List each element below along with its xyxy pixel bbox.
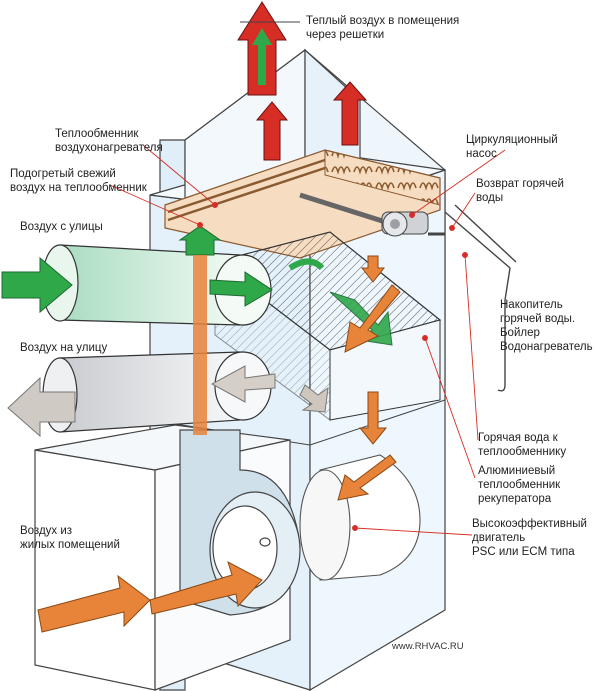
return-air-arrows: [37, 255, 401, 633]
label-hot-water-return: Возврат горячей воды: [476, 177, 564, 205]
label-room-air-line1: Воздух из: [20, 525, 73, 537]
label-pump-line2: насос: [466, 148, 497, 160]
label-outdoor-air-in-text: Воздух с улицы: [20, 221, 103, 233]
label-motor: Высокоэффективный двигатель PSC или ECM …: [472, 517, 587, 559]
label-pump-line1: Циркуляционный: [466, 134, 558, 146]
label-outdoor-air-in: Воздух с улицы: [20, 220, 103, 234]
preheated-air-arrow: [178, 225, 222, 435]
leader-lines: [109, 21, 506, 536]
label-warm-air: Теплый воздух в помещения через решетки: [306, 14, 459, 42]
label-hot-water-return-line2: воды: [476, 192, 504, 204]
label-air-out-text: Воздух на улицу: [20, 342, 108, 354]
fan-motor: [299, 454, 421, 581]
exhaust-air-arrows: [7, 365, 329, 438]
label-warm-air-line2: через решетки: [306, 29, 385, 41]
label-room-air-line2: жилых помещений: [20, 539, 120, 551]
circulation-pump: [299, 192, 445, 237]
label-hot-water-to-exchanger-line1: Горячая вода к: [478, 432, 558, 444]
air-heater-exchanger: [164, 149, 441, 259]
label-heat-exchanger-line1: Теплообменник: [55, 128, 139, 140]
label-recuperator-line3: рекуператора: [478, 493, 552, 505]
label-recuperator-line2: теплообменник: [478, 479, 561, 491]
watermark: www.RHVAC.RU: [392, 640, 464, 654]
label-air-out: Воздух на улицу: [20, 341, 107, 355]
label-room-air: Воздух из жилых помещений: [20, 524, 120, 552]
label-hot-water-return-line1: Возврат горячей: [476, 178, 564, 190]
label-motor-line3: PSC или ECM типа: [472, 546, 575, 558]
label-heat-exchanger: Теплообменник воздухонагревателя: [55, 127, 163, 155]
label-pump: Циркуляционный насос: [466, 133, 558, 161]
water-heater-pipe: [444, 204, 517, 392]
label-heat-exchanger-line2: воздухонагревателя: [55, 142, 163, 154]
label-storage-heater: Накопитель горячей воды. Бойлер Водонагр…: [500, 298, 593, 354]
fresh-air-arrows: [1, 256, 393, 346]
label-hot-water-to-exchanger-line2: теплообменнику: [478, 446, 567, 458]
label-warm-air-line1: Теплый воздух в помещения: [306, 15, 460, 27]
label-recuperator: Алюминиевый теплообменник рекуператора: [478, 464, 560, 506]
watermark-text: www.RHVAC.RU: [392, 641, 464, 652]
label-storage-line3: Бойлер: [500, 327, 540, 339]
label-motor-line2: двигатель: [472, 532, 526, 544]
label-storage-line4: Водонагреватель: [500, 341, 593, 353]
label-motor-line1: Высокоэффективный: [472, 518, 587, 530]
label-storage-line2: горячей воды.: [500, 313, 576, 325]
label-hot-water-to-exchanger: Горячая вода к теплообменнику: [478, 431, 566, 459]
label-preheated-air-line1: Подогретый свежий: [10, 168, 116, 180]
label-preheated-air-line2: воздух на теплообменник: [10, 182, 147, 194]
label-recuperator-line1: Алюминиевый: [478, 465, 556, 477]
label-storage-line1: Накопитель: [500, 299, 563, 311]
warm-air-arrows: [237, 1, 368, 161]
label-preheated-air: Подогретый свежий воздух на теплообменни…: [10, 167, 147, 195]
